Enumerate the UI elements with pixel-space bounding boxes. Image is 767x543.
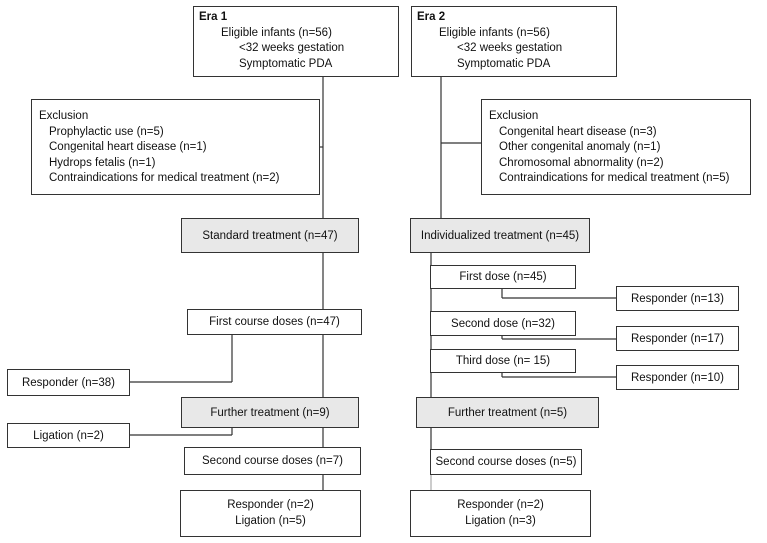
era2-responder-3-box: Responder (n=10) [616,365,739,390]
era1-ligation-label: Ligation (n=2) [33,429,104,442]
era2-exclusion-box: Exclusion Congenital heart disease (n=3)… [481,99,751,195]
era2-responder-2-label: Responder (n=17) [630,332,725,345]
era2-individualized-treatment-box: Individualized treatment (n=45) [410,218,590,253]
era1-exclusion-box: Exclusion Prophylactic use (n=5) Congeni… [31,99,320,195]
era2-exclusion-title: Exclusion [489,110,539,122]
era1-title: Era 1 [199,11,228,23]
era2-further-treatment-box: Further treatment (n=5) [416,397,599,428]
era2-first-dose-label: First dose (n=45) [459,271,547,283]
era1-second-course-box: Second course doses (n=7) [184,447,361,475]
era2-exclusion-item: Other congenital anomaly (n=1) [499,141,661,153]
era2-title: Era 2 [417,11,446,23]
era2-criterion-1: <32 weeks gestation [457,42,563,54]
era1-first-course-label: First course doses (n=47) [209,316,340,328]
era2-first-dose-box: First dose (n=45) [430,265,576,289]
era2-third-dose-box: Third dose (n= 15) [430,349,576,373]
era1-second-course-label: Second course doses (n=7) [202,455,343,467]
era2-eligible-box: Era 2 Eligible infants (n=56) <32 weeks … [411,6,617,77]
era1-eligible: Eligible infants (n=56) [221,26,332,39]
era1-responder-label: Responder (n=38) [21,376,116,389]
era1-exclusion-item: Prophylactic use (n=5) [49,125,164,138]
era1-criterion-1: <32 weeks gestation [239,42,345,54]
era2-criterion-2: Symptomatic PDA [457,57,551,70]
era2-exclusion-item: Chromosomal abnormality (n=2) [499,156,664,169]
era2-second-course-box: Second course doses (n=5) [430,449,582,475]
era1-eligible-box: Era 1 Eligible infants (n=56) <32 weeks … [193,6,399,77]
era2-responder-2-box: Responder (n=17) [616,326,739,351]
era1-ligation-box: Ligation (n=2) [7,423,130,448]
era1-outcome-box: Responder (n=2) Ligation (n=5) [180,490,361,537]
era1-exclusion-item: Contraindications for medical treatment … [49,172,280,184]
era2-individualized-treatment-label: Individualized treatment (n=45) [420,229,580,242]
era1-further-treatment-box: Further treatment (n=9) [181,397,359,428]
era2-second-course-label: Second course doses (n=5) [435,456,577,468]
era1-standard-treatment-box: Standard treatment (n=47) [181,218,359,253]
era1-outcome-responder: Responder (n=2) [227,499,314,511]
era1-exclusion-title: Exclusion [39,110,89,122]
era2-further-treatment-label: Further treatment (n=5) [447,406,568,419]
era2-responder-1-box: Responder (n=13) [616,286,739,311]
era2-second-dose-box: Second dose (n=32) [430,311,576,336]
era1-responder-box: Responder (n=38) [7,369,130,396]
era1-criterion-2: Symptomatic PDA [239,57,333,70]
era1-further-treatment-label: Further treatment (n=9) [210,406,330,419]
era2-exclusion-item: Congenital heart disease (n=3) [499,125,657,138]
era2-responder-1-label: Responder (n=13) [630,292,725,305]
era1-exclusion-item: Congenital heart disease (n=1) [49,141,207,153]
era2-exclusion-item: Contraindications for medical treatment … [499,172,730,184]
era1-first-course-box: First course doses (n=47) [187,309,362,335]
era1-standard-treatment-label: Standard treatment (n=47) [202,229,338,242]
era2-outcome-ligation: Ligation (n=3) [465,514,536,527]
era1-outcome-ligation: Ligation (n=5) [235,514,306,527]
era2-responder-3-label: Responder (n=10) [630,371,725,384]
era2-second-dose-label: Second dose (n=32) [451,317,555,330]
era1-exclusion-item: Hydrops fetalis (n=1) [49,156,156,169]
era2-third-dose-label: Third dose (n= 15) [455,355,551,367]
era2-eligible: Eligible infants (n=56) [439,26,550,39]
era2-outcome-responder: Responder (n=2) [457,499,544,511]
era2-outcome-box: Responder (n=2) Ligation (n=3) [410,490,591,537]
